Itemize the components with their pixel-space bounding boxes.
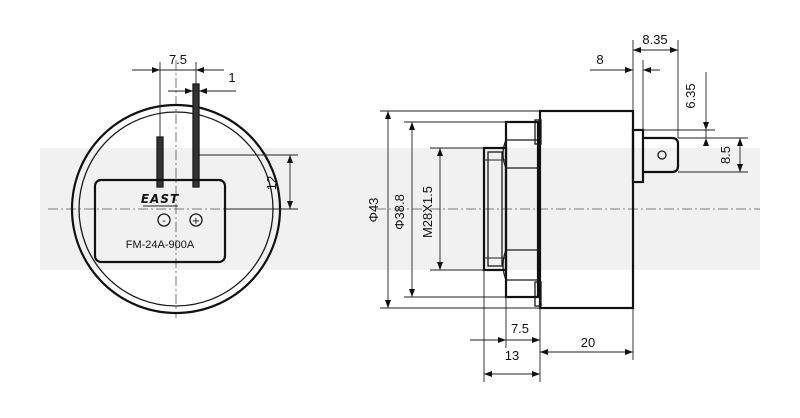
od-arrow-top (385, 111, 391, 119)
body-len-arrow-right (625, 349, 633, 355)
thread-section (482, 146, 508, 272)
dim-thread: M28X1.5 (420, 186, 435, 238)
terminal-minus-symbol: - (162, 216, 166, 227)
side-view: Φ43 Φ38.8 M28X1.5 7.5 20 13 (366, 32, 760, 382)
dim-terminal-offset: 6.35 (683, 83, 698, 108)
main-body (538, 109, 635, 310)
dim-outer-diameter: Φ43 (366, 198, 381, 223)
dim-pin-width: 1 (228, 70, 235, 85)
front-len-arrow-right (532, 371, 540, 377)
term-len-arrow-right (670, 47, 678, 53)
od-arrow-bottom (385, 300, 391, 308)
thread-arrow-top (437, 148, 443, 156)
thread-len-arrow-left (498, 337, 506, 343)
terminal-hole (657, 150, 667, 160)
dim-body-length: 20 (581, 335, 595, 350)
dim-thread-length: 7.5 (511, 321, 529, 336)
thread-arrow-bottom (437, 262, 443, 270)
dim-terminal-length: 8.35 (642, 32, 667, 47)
terminal-plus-symbol: + (192, 216, 200, 227)
terminal-minus-icon (157, 213, 171, 227)
pin-height-arrow-top (287, 155, 293, 163)
pin-spacing-arrow-left (152, 67, 160, 73)
pin-height-arrow-bottom (287, 201, 293, 209)
bd-arrow-top (409, 122, 415, 130)
thread-inner (487, 151, 503, 267)
term-thick-arrow-right (643, 67, 651, 73)
term-off-arrow-bottom (703, 138, 709, 146)
pin-width-arrow-left (185, 88, 193, 94)
front-view: EAST - + FM-24A-900A 7.5 1 12 (48, 52, 298, 318)
body-len-arrow-left (540, 349, 548, 355)
dim-pin-height: 12 (264, 176, 279, 190)
pin-width-arrow-right (199, 88, 207, 94)
front-len-arrow-left (484, 371, 492, 377)
terminal-base (631, 128, 645, 184)
dim-front-length: 13 (505, 348, 519, 363)
brand-logo-text: EAST (141, 192, 179, 206)
pin-right (192, 83, 200, 188)
term-thick-arrow-left (625, 67, 633, 73)
bd-arrow-bottom (409, 289, 415, 297)
term-len-arrow-left (633, 47, 641, 53)
pin-spacing-arrow-right (196, 67, 204, 73)
terminal-tab (643, 136, 680, 174)
terminal-plus-icon (189, 213, 203, 227)
dim-terminal-thickness: 8 (596, 52, 603, 67)
dim-terminal-hole: 8.5 (718, 146, 733, 164)
thread-len-arrow-right (532, 337, 540, 343)
term-off-arrow-top (703, 122, 709, 130)
dim-body-diameter: Φ38.8 (392, 194, 407, 230)
term-hole-arrow-bottom (737, 164, 743, 172)
model-number-text: FM-24A-900A (126, 239, 195, 251)
label-plate (93, 178, 227, 264)
dim-pin-spacing: 7.5 (169, 52, 187, 67)
term-hole-arrow-top (737, 138, 743, 146)
